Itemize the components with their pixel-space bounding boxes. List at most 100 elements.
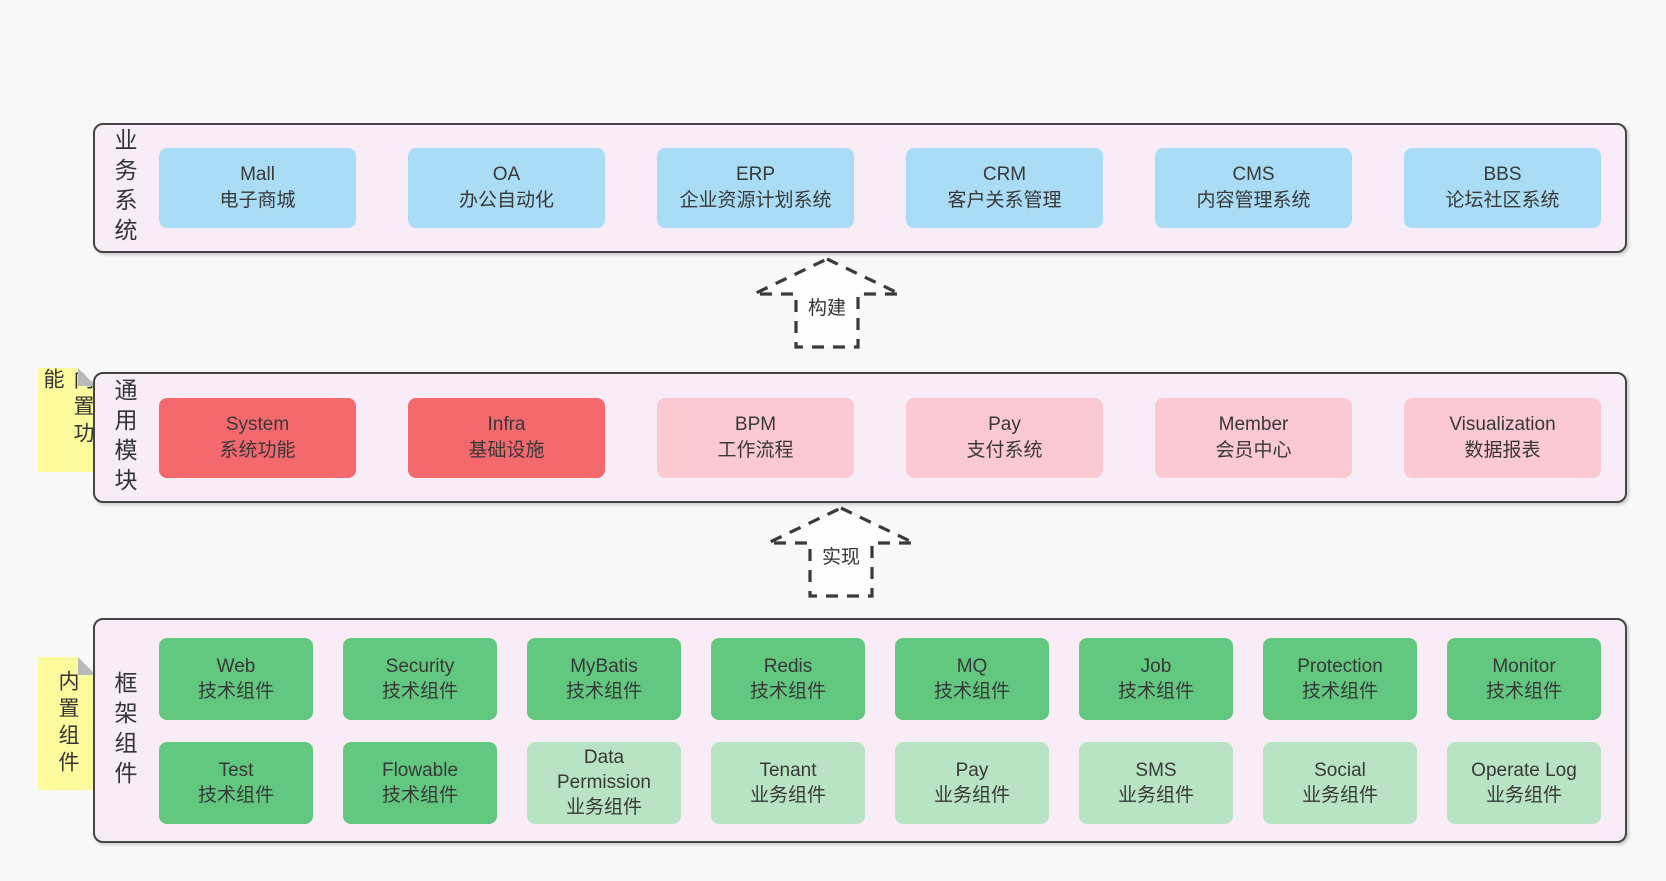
component-box-sms: SMS 业务组件 bbox=[1079, 741, 1233, 824]
box-name: Web bbox=[216, 655, 256, 677]
common-modules-boxes: System 系统功能 Infra 基础设施 BPM 工作流程 Pay 支付系统 Member 会… bbox=[153, 374, 1625, 501]
box-desc: 支付系统 bbox=[966, 439, 1043, 461]
component-box-redis: Redis 技术组件 bbox=[711, 637, 865, 720]
component-box-visualization: Visualization 数据报表 bbox=[1404, 397, 1601, 478]
implement-arrow: 实现 bbox=[766, 506, 916, 598]
box-desc: 系统功能 bbox=[219, 439, 296, 461]
box-name: ERP bbox=[735, 164, 776, 185]
box-name: Pay bbox=[988, 413, 1021, 435]
box-desc: 业务组件 bbox=[1485, 784, 1562, 806]
box-desc: 业务组件 bbox=[1117, 784, 1194, 806]
box-desc: 论坛社区系统 bbox=[1445, 190, 1560, 211]
component-box-mybatis: MyBatis 技术组件 bbox=[527, 637, 681, 720]
box-name: Job bbox=[1140, 655, 1172, 677]
box-name: Pay bbox=[955, 759, 989, 781]
box-name: Flowable bbox=[381, 759, 459, 781]
component-box-member: Member 会员中心 bbox=[1155, 397, 1352, 478]
box-name: CRM bbox=[982, 164, 1027, 185]
box-name: Test bbox=[218, 759, 254, 781]
box-desc: 业务组件 bbox=[933, 784, 1010, 806]
box-name: SMS bbox=[1135, 759, 1177, 781]
box-desc: 基础设施 bbox=[468, 439, 545, 461]
box-desc: 技术组件 bbox=[749, 680, 826, 702]
box-name: Redis bbox=[763, 655, 813, 677]
common-modules-row: System 系统功能 Infra 基础设施 BPM 工作流程 Pay 支付系统 Member 会… bbox=[159, 397, 1601, 478]
box-desc: 技术组件 bbox=[197, 784, 274, 806]
box-name: BBS bbox=[1483, 164, 1522, 185]
box-desc: 企业资源计划系统 bbox=[679, 190, 832, 211]
box-desc: 电子商城 bbox=[219, 190, 296, 211]
box-desc: 会员中心 bbox=[1215, 439, 1292, 461]
box-desc: 业务组件 bbox=[749, 784, 826, 806]
component-box-cms: CMS 内容管理系统 bbox=[1155, 148, 1352, 228]
box-desc: 技术组件 bbox=[381, 680, 458, 702]
box-desc: 技术组件 bbox=[381, 784, 458, 806]
box-desc: 技术组件 bbox=[565, 680, 642, 702]
box-desc: 工作流程 bbox=[717, 439, 794, 461]
component-box-monitor: Monitor 技术组件 bbox=[1447, 637, 1601, 720]
box-desc: 业务组件 bbox=[1301, 784, 1378, 806]
component-box-bpm: BPM 工作流程 bbox=[657, 397, 854, 478]
component-box-pay: Pay 支付系统 bbox=[906, 397, 1103, 478]
box-name: BPM bbox=[734, 413, 777, 435]
layer-label-business-systems: 业务系统 bbox=[111, 128, 137, 248]
box-name: Operate Log bbox=[1471, 759, 1577, 781]
box-desc: 技术组件 bbox=[933, 680, 1010, 702]
component-box-security: Security 技术组件 bbox=[343, 637, 497, 720]
box-name: MyBatis bbox=[570, 655, 638, 677]
implement-arrow-label: 实现 bbox=[818, 542, 864, 569]
component-box-protection: Protection 技术组件 bbox=[1263, 637, 1417, 720]
sticky-note-label: 内置组件 bbox=[56, 669, 79, 778]
component-box-job: Job 技术组件 bbox=[1079, 637, 1233, 720]
box-name: Data Permission bbox=[557, 747, 651, 793]
sticky-note-builtin-components: 内置组件 bbox=[38, 657, 96, 790]
box-name: System bbox=[225, 413, 290, 435]
component-box-social: Social 业务组件 bbox=[1263, 741, 1417, 824]
box-name: Member bbox=[1218, 413, 1289, 435]
box-desc: 技术组件 bbox=[197, 680, 274, 702]
box-name: Visualization bbox=[1449, 413, 1556, 435]
box-desc: 业务组件 bbox=[565, 797, 642, 818]
component-box-bbs: BBS 论坛社区系统 bbox=[1404, 148, 1601, 228]
component-box-system: System 系统功能 bbox=[159, 397, 356, 478]
box-name: Mall bbox=[240, 164, 275, 185]
sticky-note-label: 内置功能 bbox=[41, 368, 94, 449]
box-name: Social bbox=[1314, 759, 1366, 781]
box-desc: 技术组件 bbox=[1485, 680, 1562, 702]
box-desc: 技术组件 bbox=[1117, 680, 1194, 702]
box-name: Monitor bbox=[1492, 655, 1556, 677]
box-name: CMS bbox=[1232, 164, 1275, 185]
component-box-web: Web 技术组件 bbox=[159, 637, 313, 720]
box-name: Infra bbox=[487, 413, 526, 435]
component-box-flowable: Flowable 技术组件 bbox=[343, 741, 497, 824]
component-box-mall: Mall 电子商城 bbox=[159, 148, 356, 228]
box-name: OA bbox=[492, 164, 521, 185]
build-arrow: 构建 bbox=[752, 257, 902, 349]
box-name: Security bbox=[385, 655, 455, 677]
component-box-infra: Infra 基础设施 bbox=[408, 397, 605, 478]
component-box-mq: MQ 技术组件 bbox=[895, 637, 1049, 720]
box-name: Protection bbox=[1297, 655, 1383, 677]
box-desc: 技术组件 bbox=[1301, 680, 1378, 702]
layer-label-common-modules: 通用模块 bbox=[111, 377, 137, 498]
sticky-note-builtin-features: 内置功能 bbox=[38, 368, 96, 472]
component-box-test: Test 技术组件 bbox=[159, 741, 313, 824]
component-box-operate-log: Operate Log 业务组件 bbox=[1447, 741, 1601, 824]
box-name: MQ bbox=[956, 655, 988, 677]
box-desc: 数据报表 bbox=[1464, 439, 1541, 461]
layer-common-modules: 通用模块 System 系统功能 Infra 基础设施 BPM 工作流程 Pay 支付系统 Me… bbox=[93, 372, 1627, 503]
component-box-erp: ERP 企业资源计划系统 bbox=[657, 148, 854, 228]
box-desc: 内容管理系统 bbox=[1196, 190, 1311, 211]
build-arrow-label: 构建 bbox=[804, 293, 850, 320]
